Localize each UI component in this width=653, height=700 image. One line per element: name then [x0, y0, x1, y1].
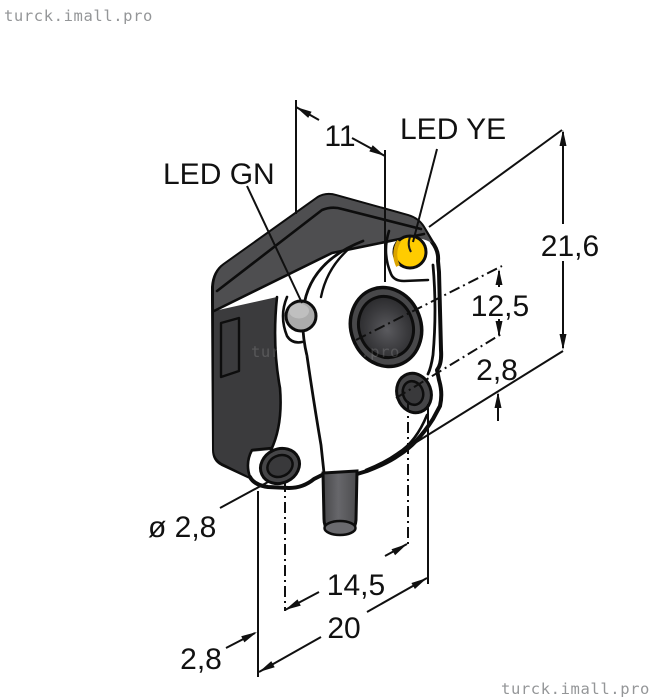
- dim-20: [258, 577, 428, 673]
- arrowhead: [369, 145, 385, 156]
- dim-14-5: [284, 543, 408, 611]
- mounting-hole-right: [395, 371, 433, 415]
- sensor-left-face: [214, 297, 281, 477]
- hole-diameter-label: ø 2,8: [148, 511, 216, 544]
- arrowhead: [559, 130, 567, 146]
- panel-line-scoop-left: [301, 239, 365, 475]
- led-green-pocket: [281, 295, 304, 344]
- arrowhead: [241, 632, 257, 643]
- led-yellow-leader: [412, 148, 438, 243]
- arrowhead: [285, 599, 301, 610]
- dim-21-6: [393, 129, 567, 457]
- sensor-top-face: [214, 194, 432, 311]
- arrowhead: [296, 107, 312, 118]
- sensor-body: turck.imall.pro: [211, 192, 444, 537]
- dim-12-5: [355, 265, 504, 399]
- connector-notch: [219, 316, 241, 379]
- led-yellow-label: LED YE: [400, 113, 506, 146]
- cable: [321, 469, 359, 537]
- led-green-label: LED GN: [163, 158, 275, 191]
- led-yellow-indicator: [392, 234, 428, 270]
- led-yellow-recess: [384, 229, 430, 283]
- watermark-top-left: turck.imall.pro: [4, 7, 153, 25]
- dim-2-8-right: [494, 392, 502, 421]
- panel-line-chamfer: [215, 206, 423, 293]
- dim-20-label: 20: [327, 612, 360, 645]
- dim-2-8-right-label: 2,8: [476, 354, 518, 387]
- lens: [357, 294, 415, 360]
- dim-2-8-bottom: [225, 632, 257, 649]
- led-green-leader: [246, 185, 303, 304]
- dim-2-8-bottom-label: 2,8: [180, 643, 222, 676]
- arrowhead: [391, 544, 407, 556]
- panel-line-right-tower: [426, 263, 437, 376]
- watermark-bottom-right: turck.imall.pro: [501, 680, 650, 698]
- hole-diameter-leader: [219, 481, 269, 509]
- arrowhead: [495, 321, 503, 337]
- dim-14-5-label: 14,5: [327, 569, 385, 602]
- watermark-center: turck.imall.pro: [251, 343, 400, 361]
- arrowhead: [259, 661, 275, 672]
- dim-11: [295, 100, 386, 282]
- arrowhead: [559, 334, 567, 350]
- arrowhead: [411, 578, 427, 589]
- dimension-annotations: [219, 100, 567, 677]
- panel-line-scoop-inner: [319, 245, 353, 299]
- panel-line-left-edge: [269, 295, 282, 452]
- mounting-hole-left: [259, 446, 301, 486]
- panel-line-bottom-right: [364, 413, 429, 472]
- dim-11-label: 11: [324, 120, 355, 153]
- dim-21-6-label: 21,6: [541, 230, 599, 263]
- led-green-indicator: [284, 299, 318, 333]
- arrowhead: [494, 392, 502, 408]
- arrowhead: [495, 269, 503, 285]
- panel-line-left-boss: [246, 446, 274, 479]
- dim-12-5-label: 12,5: [471, 290, 529, 323]
- cable-end: [323, 519, 357, 537]
